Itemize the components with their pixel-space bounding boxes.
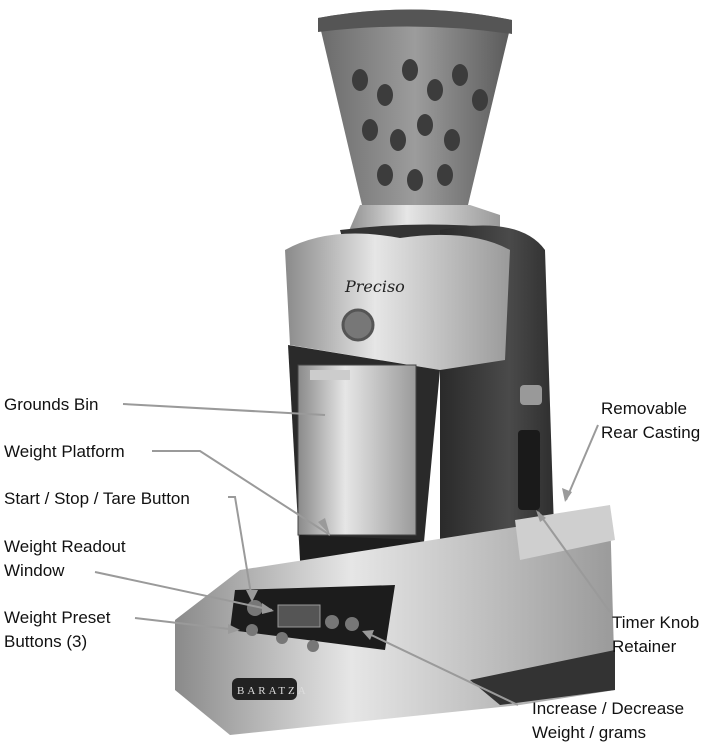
- decrease-button[interactable]: [325, 615, 339, 629]
- weight-readout-window: [277, 604, 321, 628]
- label-start-stop-tare: Start / Stop / Tare Button: [4, 489, 190, 508]
- label-weight-preset-1: Weight Preset: [4, 608, 111, 627]
- grounds-bin: [297, 364, 417, 536]
- timer-knob: [518, 430, 540, 510]
- start-stop-tare-button[interactable]: [247, 600, 263, 616]
- side-badge: [520, 385, 542, 405]
- preciso-logo: Preciso: [344, 277, 405, 296]
- label-weight-platform: Weight Platform: [4, 442, 125, 461]
- bean-hopper: [318, 9, 512, 211]
- label-removable-1: Removable: [601, 399, 687, 418]
- label-increase-decrease-2: Weight / grams: [532, 723, 647, 742]
- label-removable-2: Rear Casting: [601, 423, 701, 442]
- label-weight-readout-1: Weight Readout: [4, 537, 126, 556]
- svg-text:BARATZA: BARATZA: [237, 685, 309, 697]
- increase-button[interactable]: [345, 617, 359, 631]
- leader-lines: [94, 403, 611, 706]
- dial-knob: [341, 308, 375, 342]
- preset-button-1[interactable]: [246, 624, 258, 636]
- preset-button-3[interactable]: [307, 640, 319, 652]
- baratza-badge: [232, 678, 297, 700]
- front-shell: [285, 233, 510, 370]
- label-timer-knob-1: Timer Knob: [612, 613, 700, 632]
- label-increase-decrease-1: Increase / Decrease: [532, 699, 685, 718]
- label-timer-knob-2: Retainer: [612, 637, 677, 656]
- label-weight-readout-2: Window: [4, 561, 65, 580]
- label-grounds-bin: Grounds Bin: [4, 395, 99, 414]
- preset-button-2[interactable]: [276, 632, 288, 644]
- label-weight-preset-2: Buttons (3): [4, 632, 88, 651]
